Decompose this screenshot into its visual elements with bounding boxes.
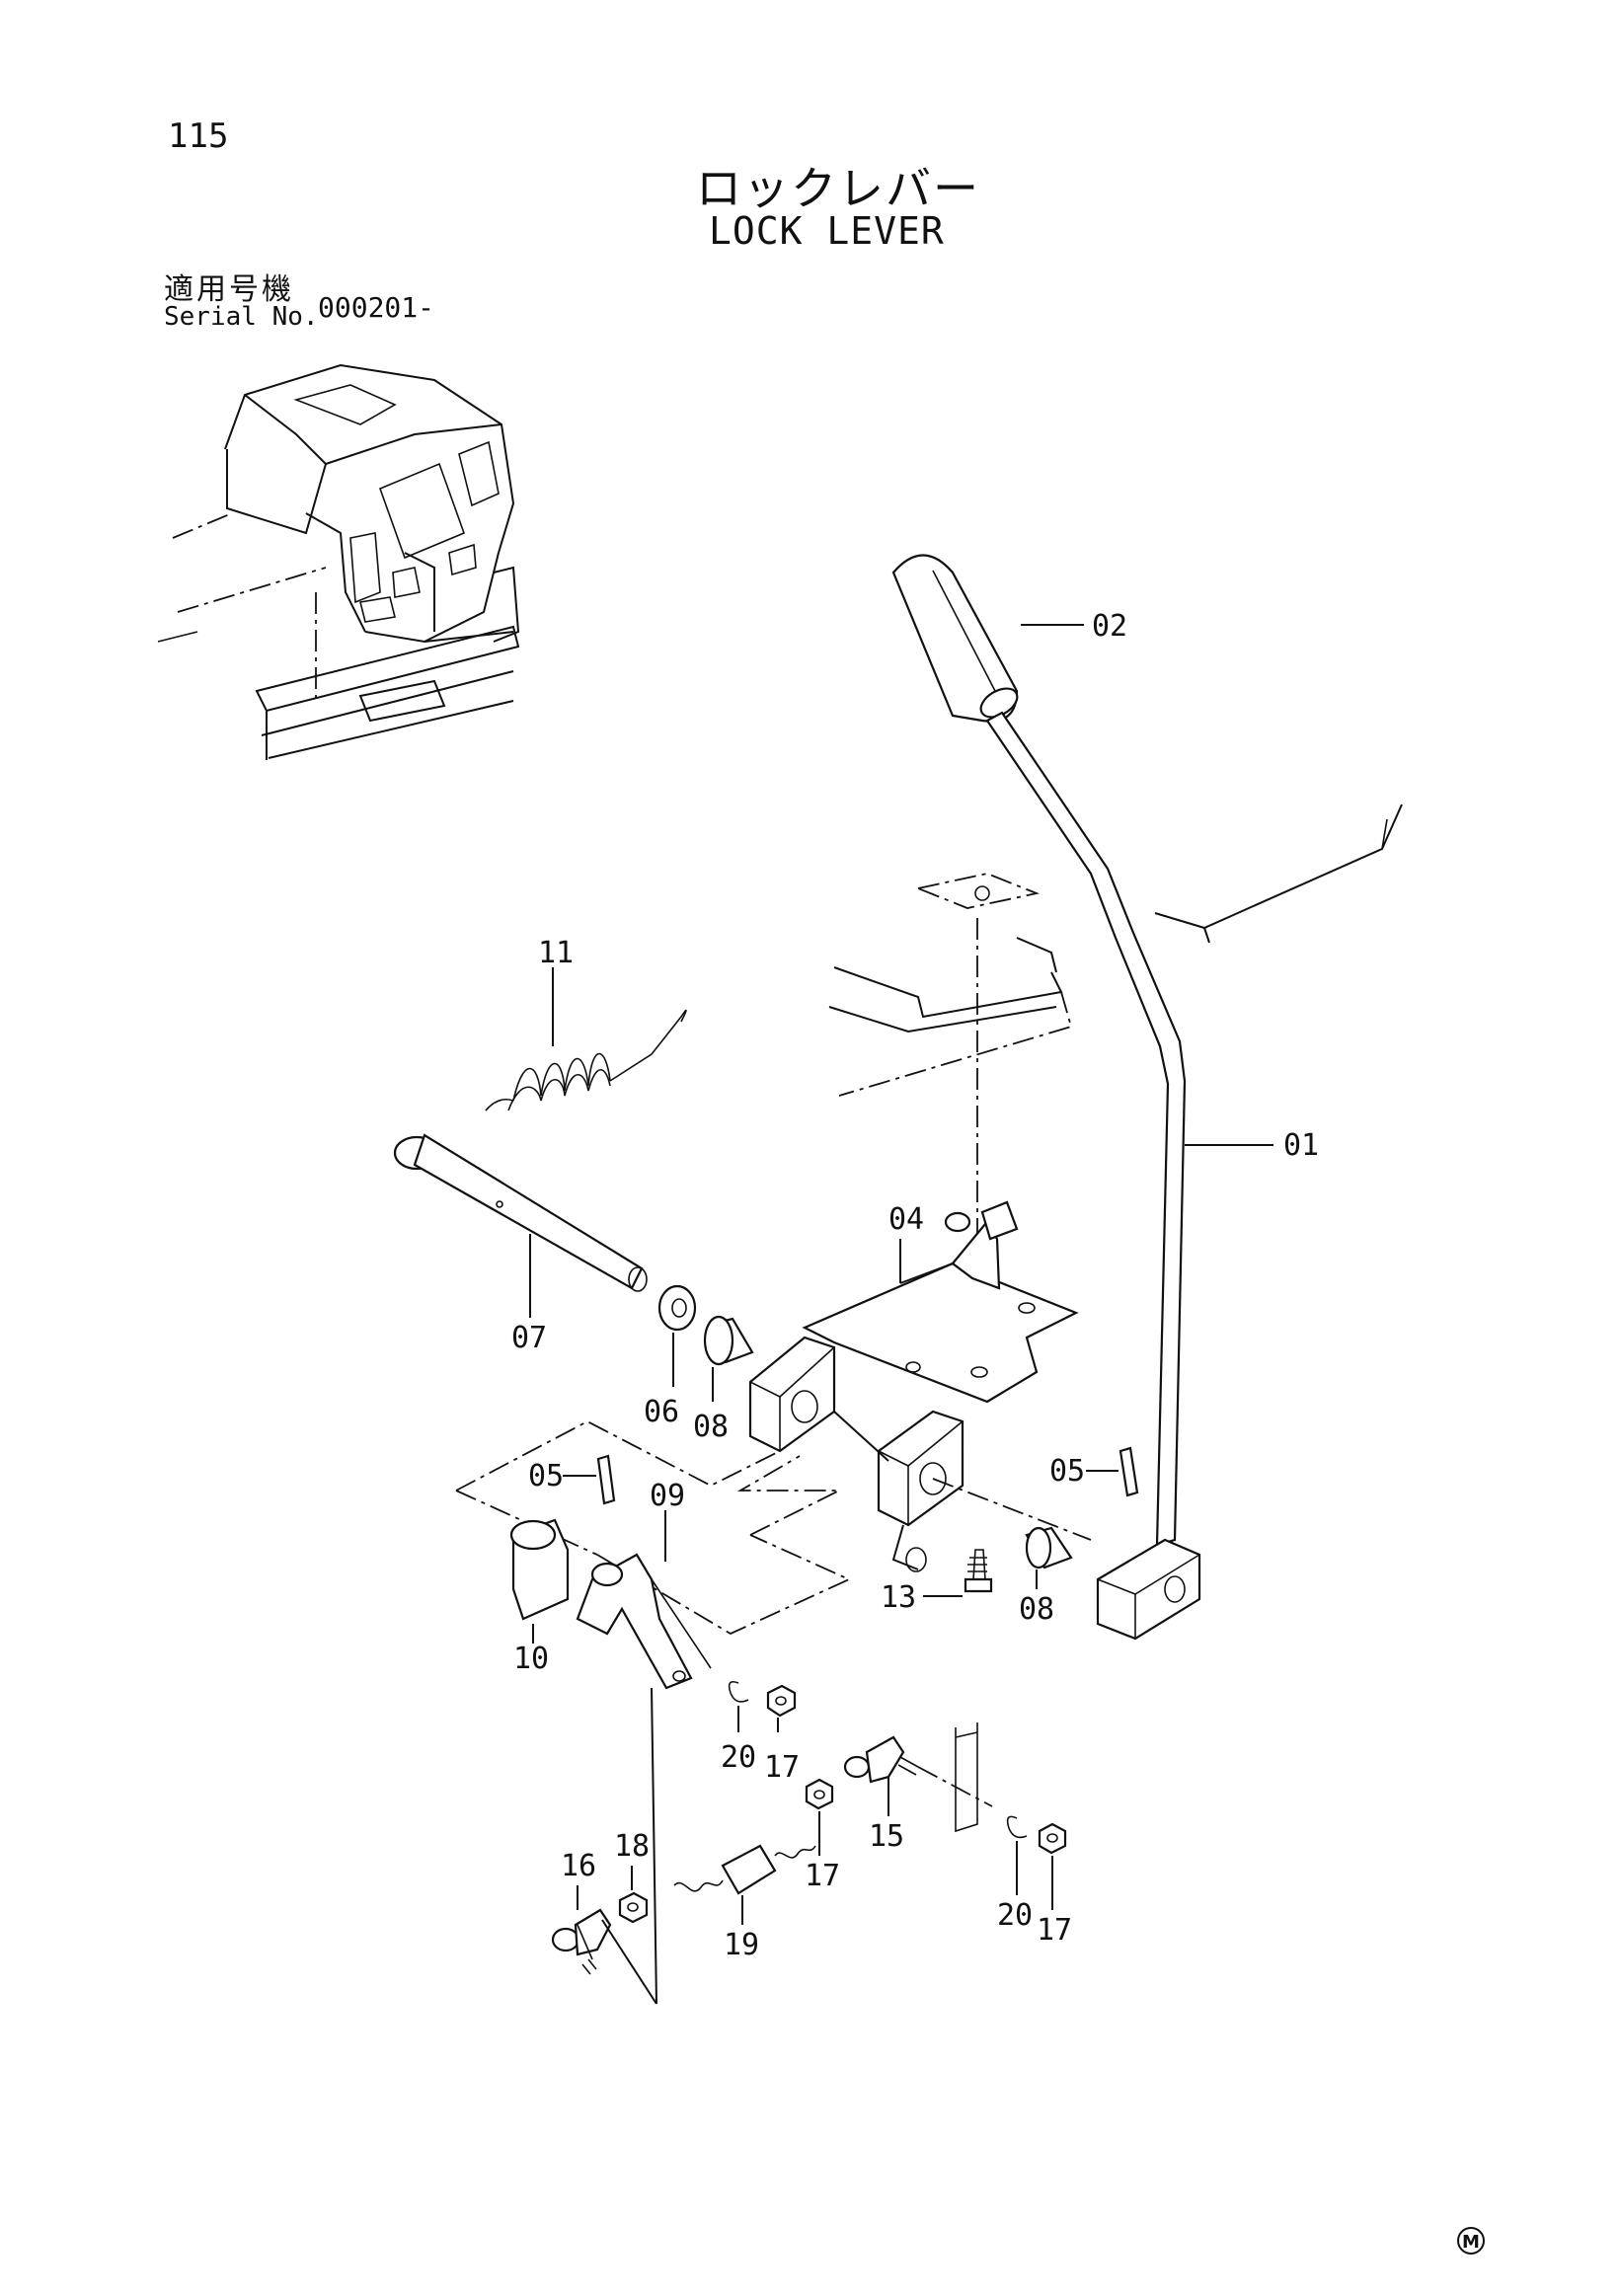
- callout-20: 20: [721, 1740, 756, 1775]
- part-08-bushing: [703, 1315, 754, 1402]
- part-20-circlip: [1006, 1815, 1028, 1895]
- part-01-lever: [985, 711, 1273, 1547]
- part-07-pin: [393, 1133, 648, 1318]
- part-17-nut: [805, 1778, 834, 1856]
- part-17-nut: [1038, 1822, 1067, 1910]
- callout-10: 10: [513, 1642, 549, 1676]
- callout-05: 05: [528, 1459, 564, 1493]
- callout-04: 04: [888, 1202, 924, 1237]
- callout-09: 09: [650, 1479, 685, 1513]
- callout-08: 08: [1019, 1592, 1054, 1627]
- lever-base-block: [1096, 1538, 1201, 1641]
- serial-label-japanese: 適用号機: [164, 272, 294, 307]
- part-05-roll-pin: [563, 1454, 616, 1505]
- part-13-bolt: [923, 1549, 993, 1597]
- part-15-rod-end: [843, 1722, 993, 1833]
- callout-17: 17: [764, 1750, 800, 1785]
- manufacturer-mark-letter: M: [1462, 2232, 1480, 2253]
- manufacturer-mark: M: [1457, 2227, 1485, 2255]
- callout-07: 07: [511, 1321, 547, 1355]
- part-02-grip: [891, 554, 1084, 723]
- callout-15: 15: [869, 1819, 904, 1854]
- part-18-nut: [618, 1866, 649, 1924]
- part-06-washer: [657, 1284, 697, 1387]
- callout-05: 05: [1049, 1454, 1085, 1489]
- callout-17: 17: [805, 1859, 840, 1893]
- part-04-bracket: [748, 1200, 1079, 1572]
- serial-label: Serial No.: [164, 302, 319, 332]
- part-20-circlip: [728, 1680, 749, 1732]
- page-title: LOCK LEVER: [709, 209, 945, 253]
- callout-11: 11: [538, 936, 574, 970]
- serial-number-value: 000201-: [318, 291, 435, 324]
- cab-overview-inset: [157, 363, 520, 760]
- part-05-roll-pin: [1086, 1446, 1139, 1497]
- page-title-japanese: ロックレバー: [696, 162, 980, 215]
- callout-16: 16: [561, 1849, 596, 1883]
- callout-02: 02: [1092, 609, 1127, 644]
- callout-19: 19: [724, 1928, 759, 1962]
- callout-13: 13: [881, 1580, 916, 1615]
- part-11-spring: [485, 967, 687, 1111]
- callout-06: 06: [644, 1395, 679, 1429]
- part-09-lever-arm: [576, 1510, 712, 1690]
- page-number: 115: [168, 116, 229, 156]
- part-16-rod-end: [551, 1687, 657, 2005]
- part-10-collar: [509, 1518, 570, 1644]
- part-19-turnbuckle: [673, 1844, 816, 1925]
- callout-08: 08: [693, 1410, 729, 1444]
- callout-20: 20: [997, 1898, 1033, 1933]
- mounting-plate: [828, 804, 1403, 1377]
- callout-17: 17: [1037, 1913, 1072, 1948]
- callout-18: 18: [614, 1829, 650, 1864]
- part-08-bushing: [1025, 1526, 1073, 1589]
- callout-01: 01: [1283, 1128, 1319, 1163]
- part-17-nut: [766, 1684, 797, 1732]
